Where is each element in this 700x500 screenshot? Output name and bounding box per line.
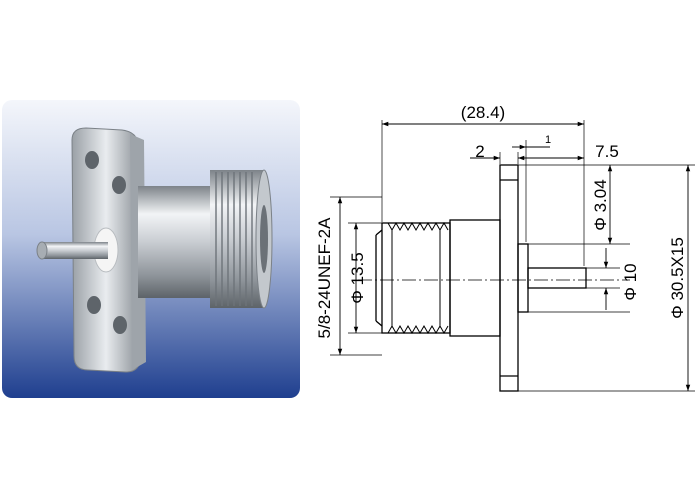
overall-length-label: (28.4) xyxy=(461,103,505,122)
pin-diameter-label: Φ 3.04 xyxy=(591,179,610,230)
connector-outline xyxy=(375,164,587,392)
flange-size-label: Φ 30.5X15 xyxy=(668,237,687,319)
connector-render xyxy=(36,127,273,373)
thread-spec-label: 5/8-24UNEF-2A xyxy=(315,217,334,339)
dimension-lines xyxy=(337,121,691,391)
product-photo-panel xyxy=(2,100,300,398)
flange-thickness-label: 2 xyxy=(475,142,484,161)
offset-label: 1 xyxy=(545,134,551,146)
extension-lines xyxy=(330,120,695,392)
thread-diameter-label: Φ 13.5 xyxy=(348,252,367,303)
technical-drawing: (28.4) 2 1 7.5 Φ 3.04 Φ 10 Φ 30.5X15 Φ 1… xyxy=(315,103,695,392)
pin-length-label: 7.5 xyxy=(595,142,619,161)
body-diameter-label: Φ 10 xyxy=(621,263,640,300)
